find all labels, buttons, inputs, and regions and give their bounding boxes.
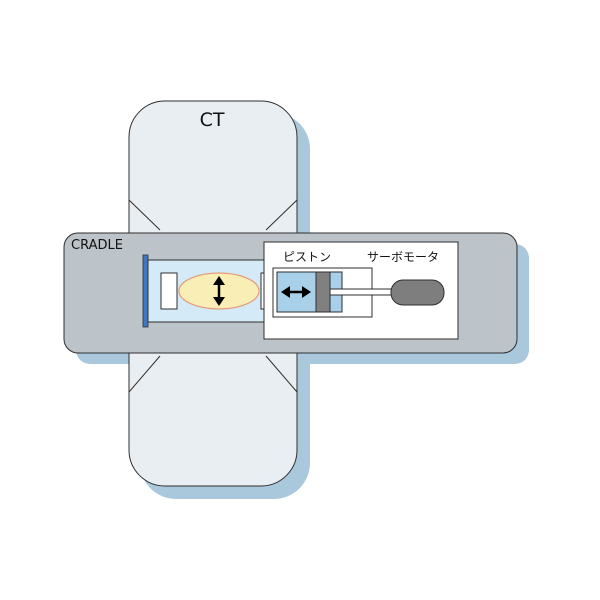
double-arrow-horizontal-icon	[281, 286, 311, 298]
gantry-bevel-line	[265, 199, 298, 231]
ct-label: CT	[200, 109, 225, 131]
piston-rod	[329, 288, 394, 296]
piston-head	[315, 271, 331, 313]
piston-label: ピストン	[283, 250, 331, 264]
gantry-bevel-line	[265, 355, 298, 393]
servo-motor	[390, 279, 445, 306]
end-plate	[142, 254, 149, 328]
cradle-label: CRADLE	[71, 238, 123, 253]
gantry-bevel-line	[128, 355, 161, 393]
left-holder	[160, 272, 178, 310]
double-arrow-vertical-icon	[213, 276, 225, 306]
gantry-bevel-line	[128, 199, 161, 231]
servo-motor-label: サーボモータ	[367, 250, 439, 264]
